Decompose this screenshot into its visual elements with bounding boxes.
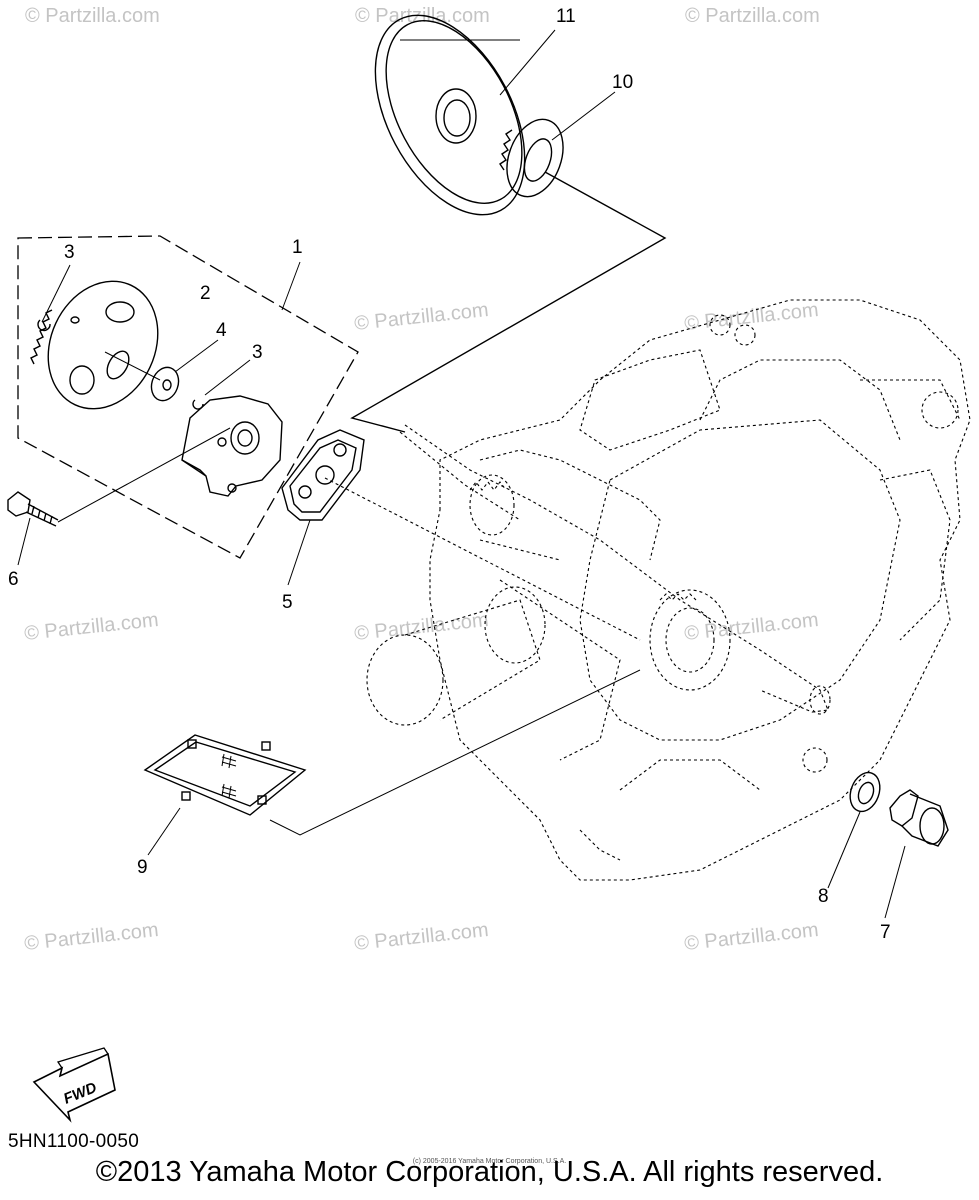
callout-11: 11 [556,6,576,27]
part-1-oil-pump-body [181,395,283,497]
alignment-lines [269,477,641,836]
part-11-disc-gear [374,14,526,216]
callout-numbers: 1 2 3 3 4 5 6 7 8 9 10 11 [8,6,891,943]
part-4-washer [104,351,180,402]
watermark: © Partzilla.com [25,5,160,27]
callout-3b: 3 [252,342,263,363]
part-7-drain-plug [889,789,949,847]
part-9-oil-strainer [143,734,307,816]
crankcase-outline [429,299,971,881]
fwd-arrow-icon: FWD [32,1047,116,1123]
watermark: © Partzilla.com [353,919,489,955]
watermark: © Partzilla.com [683,919,819,955]
callout-5: 5 [282,592,293,613]
watermark: © Partzilla.com [353,299,489,335]
leader-10 [350,171,667,433]
part-5-gasket [281,429,365,521]
copyright-notice: ©2013 Yamaha Motor Corporation, U.S.A. A… [95,1156,884,1188]
callout-9: 9 [137,857,148,878]
watermark: © Partzilla.com [23,919,159,955]
part-2-pump-gear [30,280,159,410]
callout-4: 4 [216,320,227,341]
callout-8: 8 [818,886,829,907]
callout-6: 6 [8,569,19,590]
part-6-bolt [7,427,231,527]
callout-3: 3 [64,242,75,263]
callout-2: 2 [200,283,211,304]
small-copyright: (c) 2005-2016 Yamaha Motor Corporation, … [412,1158,567,1165]
crankshaft [399,424,831,715]
watermark: © Partzilla.com [23,609,159,645]
callout-10: 10 [612,72,633,93]
watermark: © Partzilla.com [683,299,819,335]
watermarks: © Partzilla.com © Partzilla.com © Partzi… [23,5,820,955]
oil-filter-element [366,586,546,726]
callout-7: 7 [880,922,891,943]
callout-1: 1 [292,237,303,258]
callout-leaders [17,29,906,919]
diagram-code: 5HN1100-0050 [8,1131,140,1152]
part-10-gear [499,118,564,198]
part-1-group-box [17,235,359,559]
part-8-washer [849,771,881,813]
watermark: © Partzilla.com [685,5,820,27]
